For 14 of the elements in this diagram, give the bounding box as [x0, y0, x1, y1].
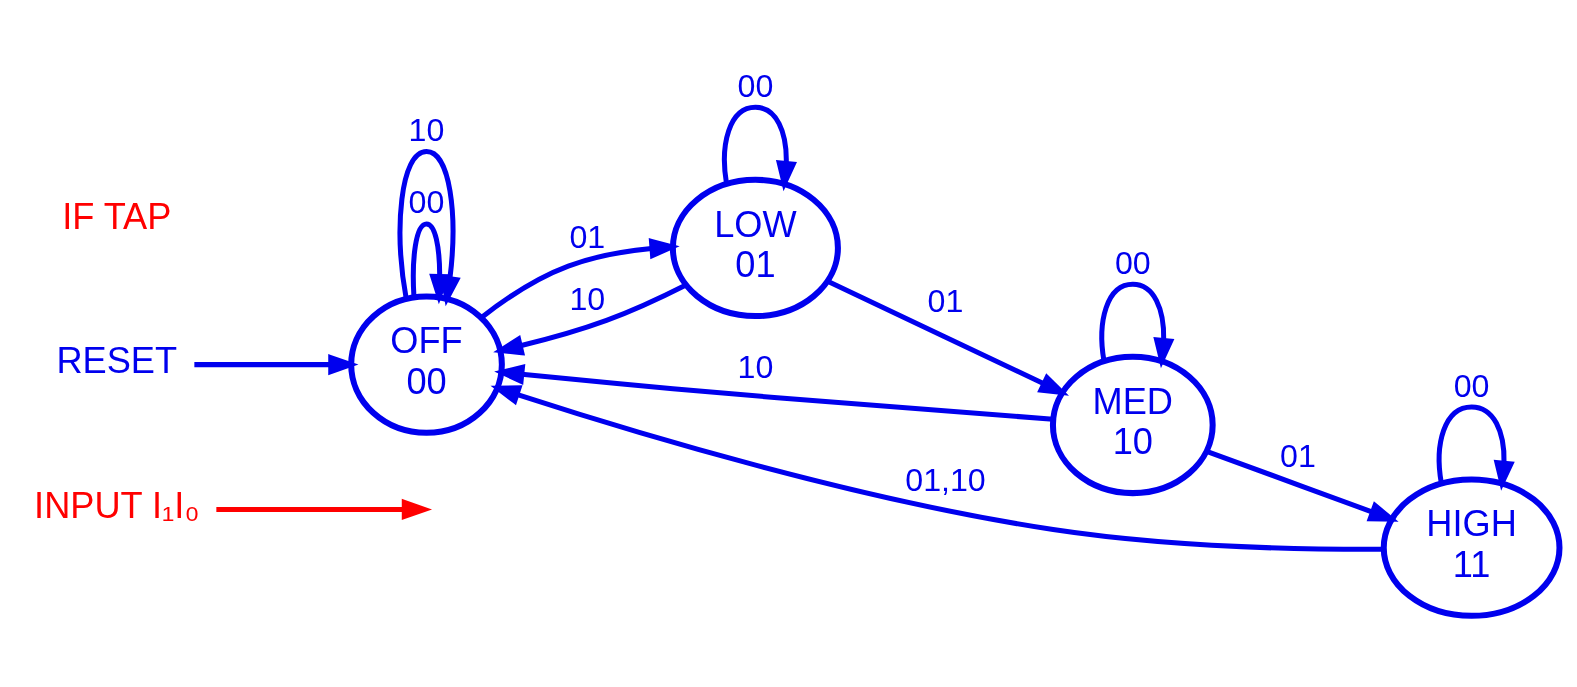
edge-label: 01: [927, 282, 964, 319]
node-text: INPUT I₁I₀: [34, 485, 200, 527]
edge-label: 00: [408, 184, 445, 221]
node-text: RESET: [56, 340, 178, 382]
edge-label: 01,10: [905, 461, 986, 498]
edge-label: 10: [408, 112, 445, 149]
edge-label: 10: [569, 280, 606, 317]
edge-label: 01: [569, 218, 606, 255]
edge-label: 10: [737, 349, 774, 386]
label: IF TAP: [62, 195, 172, 237]
edge-label: 00: [737, 67, 774, 104]
edge-label: 00: [1453, 367, 1490, 404]
edge-label: 01: [1280, 437, 1316, 474]
edge-label: 00: [1114, 244, 1151, 281]
